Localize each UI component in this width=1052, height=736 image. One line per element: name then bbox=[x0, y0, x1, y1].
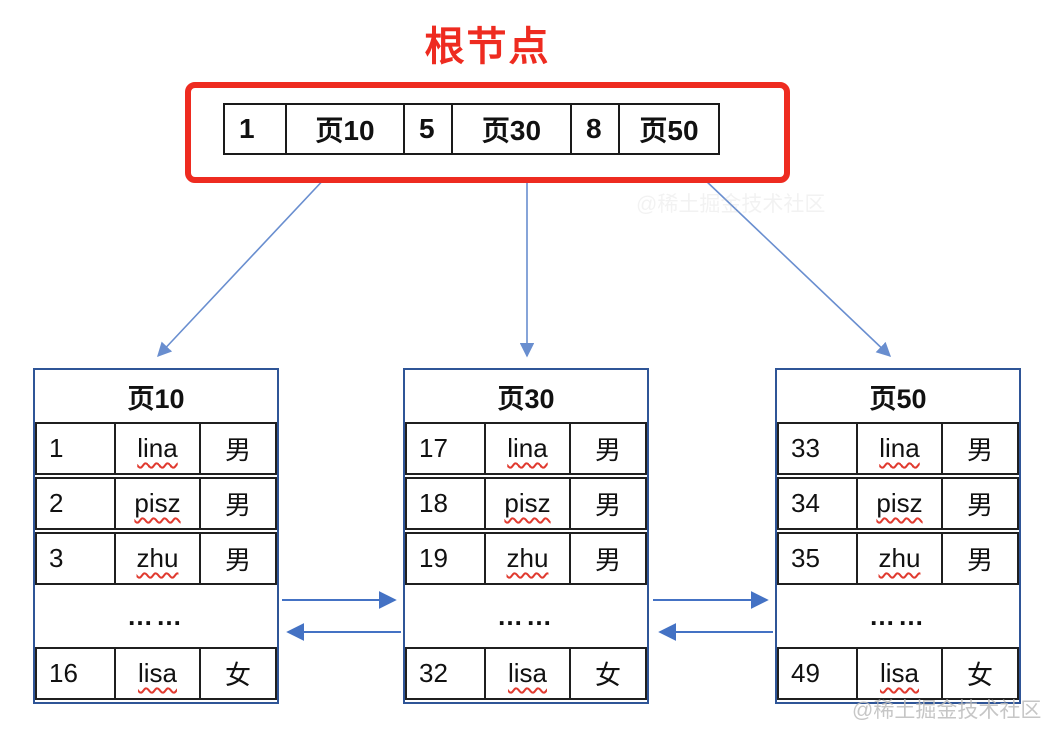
cell-gender: 男 bbox=[941, 422, 1019, 475]
cell-id: 16 bbox=[35, 647, 116, 700]
root-cell-page50: 页50 bbox=[618, 103, 720, 155]
cell-name: lina bbox=[879, 433, 920, 463]
arrow-root-to-page10 bbox=[157, 158, 344, 358]
cell-gender: 男 bbox=[941, 477, 1019, 530]
cell-gender: 男 bbox=[569, 477, 647, 530]
page-table-30: 页30 17 lina 男 18 pisz 男 19 zhu 男 …… 32 l… bbox=[403, 368, 649, 704]
cell-id: 3 bbox=[35, 532, 116, 585]
cell-gender: 男 bbox=[569, 532, 647, 585]
cell-gender: 男 bbox=[941, 532, 1019, 585]
table-row: 33 lina 男 bbox=[777, 422, 1019, 475]
cell-name: pisz bbox=[504, 488, 551, 518]
table-row: 18 pisz 男 bbox=[405, 477, 647, 530]
cell-name: zhu bbox=[506, 543, 549, 573]
diagram-title: 根节点 bbox=[424, 25, 551, 69]
cell-name: lina bbox=[137, 433, 178, 463]
table-row: 1 lina 男 bbox=[35, 422, 277, 475]
cell-id: 1 bbox=[35, 422, 116, 475]
cell-id: 33 bbox=[777, 422, 858, 475]
cell-name: lina bbox=[507, 433, 548, 463]
cell-name: pisz bbox=[876, 488, 923, 518]
cell-gender: 女 bbox=[569, 647, 647, 700]
page-table-10: 页10 1 lina 男 2 pisz 男 3 zhu 男 …… 16 lisa… bbox=[33, 368, 279, 704]
table-row: 34 pisz 男 bbox=[777, 477, 1019, 530]
root-cell-key-5: 5 bbox=[403, 103, 453, 155]
ellipsis-row: …… bbox=[497, 600, 555, 631]
cell-gender: 男 bbox=[569, 422, 647, 475]
table-row: 19 zhu 男 bbox=[405, 532, 647, 585]
table-row: 32 lisa 女 bbox=[405, 647, 647, 700]
cell-gender: 男 bbox=[199, 422, 277, 475]
cell-name: pisz bbox=[134, 488, 181, 518]
cell-id: 2 bbox=[35, 477, 116, 530]
table-row: 2 pisz 男 bbox=[35, 477, 277, 530]
root-node-box: 1 页10 5 页30 8 页50 bbox=[185, 82, 790, 183]
page-table-50: 页50 33 lina 男 34 pisz 男 35 zhu 男 …… 49 l… bbox=[775, 368, 1021, 704]
page-header: 页10 bbox=[127, 383, 185, 414]
page-header: 页50 bbox=[869, 383, 927, 414]
cell-id: 35 bbox=[777, 532, 858, 585]
root-node-table: 1 页10 5 页30 8 页50 bbox=[223, 103, 720, 155]
cell-id: 18 bbox=[405, 477, 486, 530]
arrow-root-to-page50 bbox=[682, 158, 892, 357]
root-cell-page30: 页30 bbox=[451, 103, 572, 155]
watermark-faint: @稀土掘金技术社区 bbox=[636, 193, 826, 216]
table-row: 35 zhu 男 bbox=[777, 532, 1019, 585]
table-row: 16 lisa 女 bbox=[35, 647, 277, 700]
cell-gender: 女 bbox=[941, 647, 1019, 700]
page-header: 页30 bbox=[497, 383, 555, 414]
cell-id: 17 bbox=[405, 422, 486, 475]
table-row: 3 zhu 男 bbox=[35, 532, 277, 585]
cell-gender: 男 bbox=[199, 532, 277, 585]
cell-name: zhu bbox=[878, 543, 921, 573]
ellipsis-row: …… bbox=[869, 600, 927, 631]
table-row: 17 lina 男 bbox=[405, 422, 647, 475]
cell-id: 34 bbox=[777, 477, 858, 530]
table-row: 49 lisa 女 bbox=[777, 647, 1019, 700]
cell-id: 49 bbox=[777, 647, 858, 700]
ellipsis-row: …… bbox=[127, 600, 185, 631]
cell-id: 32 bbox=[405, 647, 486, 700]
cell-name: lisa bbox=[137, 658, 177, 688]
cell-name: lisa bbox=[879, 658, 919, 688]
cell-gender: 男 bbox=[199, 477, 277, 530]
cell-id: 19 bbox=[405, 532, 486, 585]
cell-gender: 女 bbox=[199, 647, 277, 700]
cell-name: zhu bbox=[136, 543, 179, 573]
root-cell-page10: 页10 bbox=[285, 103, 405, 155]
root-cell-key-1: 1 bbox=[223, 103, 287, 155]
root-cell-key-8: 8 bbox=[570, 103, 620, 155]
cell-name: lisa bbox=[507, 658, 547, 688]
